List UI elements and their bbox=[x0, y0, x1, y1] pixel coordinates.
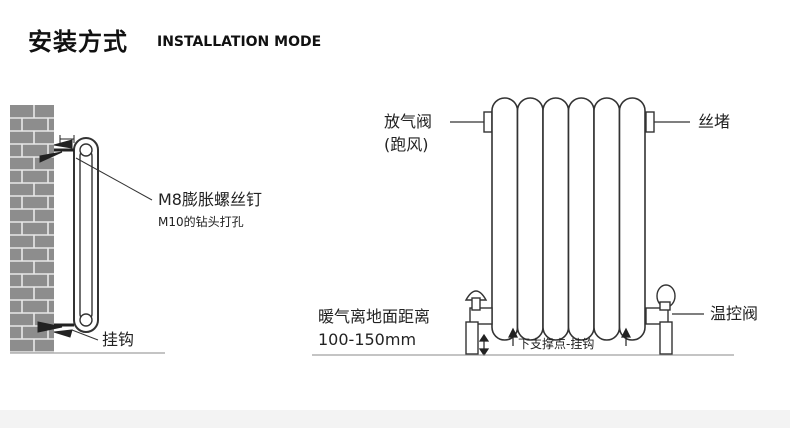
radiator-column bbox=[567, 97, 595, 341]
footer-band bbox=[0, 410, 790, 428]
floor-distance-label: 暖气离地面距离 bbox=[318, 307, 431, 326]
support-point-label: 下支撑点-挂钩 bbox=[518, 337, 595, 351]
page-title: 安装方式 bbox=[28, 28, 128, 56]
plug-label: 丝堵 bbox=[698, 112, 731, 131]
screw-label: M8膨胀螺丝钉 bbox=[158, 190, 262, 209]
hook-label: 挂钩 bbox=[102, 330, 135, 349]
bottom-bracket bbox=[37, 321, 74, 338]
plug bbox=[645, 111, 655, 133]
support-point-marker bbox=[508, 327, 631, 346]
vent-valve-label: 放气阀 bbox=[384, 112, 433, 131]
floor-distance-arrow bbox=[478, 333, 490, 357]
radiator-column bbox=[593, 97, 621, 341]
floor-distance-value: 100-150mm bbox=[318, 330, 417, 349]
radiator-columns bbox=[491, 97, 646, 341]
thermostatic-valve-label: 温控阀 bbox=[710, 304, 759, 323]
page-subtitle: INSTALLATION MODE bbox=[157, 34, 322, 50]
radiator-column bbox=[516, 97, 544, 341]
radiator-column bbox=[618, 97, 646, 341]
brick-wall bbox=[10, 105, 54, 353]
top-bracket bbox=[39, 135, 75, 163]
left-bottom-valve bbox=[464, 290, 493, 355]
hook-leader-line bbox=[71, 329, 99, 341]
vent-valve bbox=[483, 111, 493, 133]
vent-valve-sublabel: (跑风) bbox=[384, 135, 429, 154]
radiator-column bbox=[542, 97, 570, 341]
drill-label: M10的钻头打孔 bbox=[158, 215, 244, 229]
radiator-column bbox=[491, 97, 519, 341]
screw-leader-line bbox=[75, 157, 153, 201]
radiator-side-profile bbox=[73, 137, 99, 333]
thermostatic-valve bbox=[645, 284, 676, 355]
